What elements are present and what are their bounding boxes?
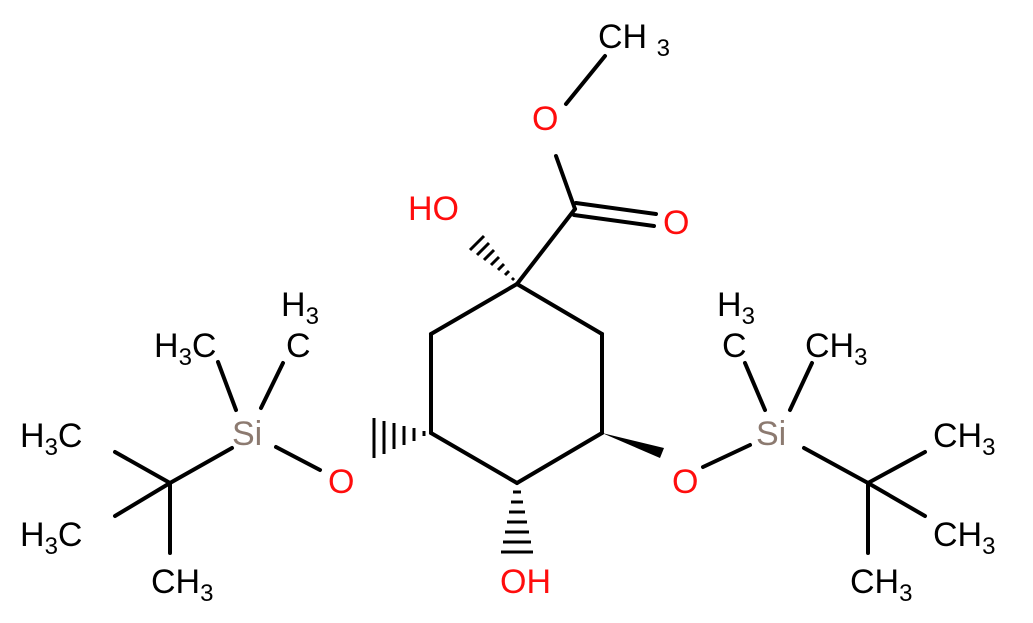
right-tbu-methyl-3-label: CH3 bbox=[850, 563, 912, 607]
left-tbu-methyl-2-label: H3C bbox=[20, 516, 82, 560]
ester-oxygen-label: O bbox=[532, 100, 558, 138]
right-si-methyl-1-label: H3 bbox=[717, 286, 755, 330]
wedge-c5-o-right bbox=[602, 433, 664, 458]
wedge-c1-ho bbox=[468, 234, 516, 282]
left-si-methyl-2-label: H3 bbox=[281, 286, 319, 330]
right-si-methyl-2-label: CH3 bbox=[805, 327, 867, 371]
ether-oxygen-left-label: O bbox=[328, 463, 354, 501]
left-si-methyl-1-label: H3C bbox=[154, 327, 216, 371]
left-tbu-methyl-1-label: H3C bbox=[20, 417, 82, 461]
right-tbu-methyl-2-label: CH3 bbox=[933, 516, 995, 560]
left-si-methyl-2-carbon: C bbox=[286, 327, 311, 365]
wedge-c4-oh bbox=[501, 490, 533, 554]
silyl-bonds bbox=[113, 360, 927, 555]
right-si-methyl-1-carbon: C bbox=[722, 327, 747, 365]
silicon-left-label: Si bbox=[232, 415, 262, 453]
hydroxyl-top-label: HO bbox=[408, 190, 459, 228]
right-tbu-methyl-1-label: CH3 bbox=[933, 417, 995, 461]
carbonyl-oxygen-label: O bbox=[663, 204, 689, 242]
ester-bonds bbox=[515, 54, 658, 286]
hydroxyl-bottom-label: OH bbox=[500, 563, 551, 601]
silicon-right-label: Si bbox=[756, 415, 786, 453]
wedge-c3-o-left bbox=[372, 418, 426, 458]
ether-oxygen-right-label: O bbox=[672, 463, 698, 501]
methyl-ester-label: CH 3 bbox=[598, 18, 670, 62]
ring-bonds bbox=[429, 282, 604, 485]
left-tbu-methyl-3-label: CH3 bbox=[151, 563, 213, 607]
